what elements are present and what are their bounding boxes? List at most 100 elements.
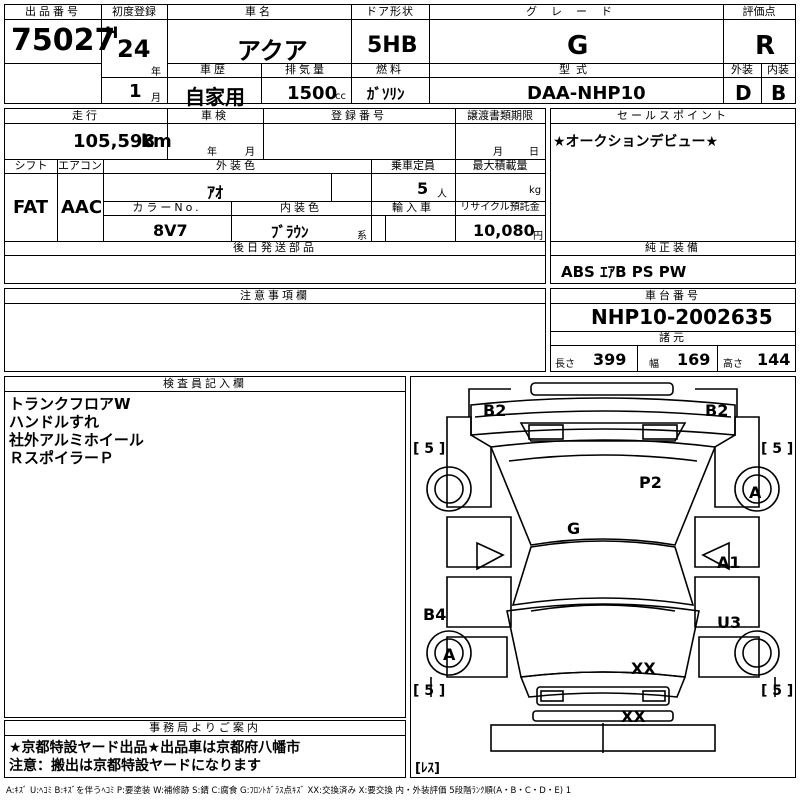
mileage-header: 走行 [72,109,100,122]
office-note: ★京都特設ヤード出品★出品車は京都府八幡市 [9,740,301,756]
chassis-box: 車台番号 NHP10-2002635 諸元 長さ 399 幅 169 高さ 14… [550,288,796,372]
damage-mark: P2 [639,473,662,492]
height-label: 高さ [723,359,743,370]
capacity-unit: 人 [437,189,447,200]
width-value: 169 [677,350,711,369]
score-header: 評価点 [742,5,776,18]
damage-mark: U3 [717,613,742,632]
chassis-number: NHP10-2002635 [591,305,773,329]
notes-box: 注意事項欄 [4,288,546,372]
inspector-note: ハンドルすれ [9,413,100,431]
score: R [755,31,776,61]
year-unit: 年 [151,67,161,78]
tire-label: [ 5 ] [761,683,794,699]
genuine-equipment: ABS ｴｱB PS PW [561,263,687,281]
transfer-month-unit: 月 [493,147,503,158]
damage-mark: B2 [705,401,729,420]
sales-point-text: ★オークションデビュー★ [553,134,719,150]
ext-color-header: 外装色 [216,159,258,172]
inspector-note: トランクフロアW [9,395,131,413]
import-header: 輸入車 [392,201,434,214]
header-block: 出品番号 75027 初度登録 H 24 年 1 月 車名 アクア ドア形状 5… [4,4,796,109]
transfer-header: 譲渡書類期限 [467,109,533,122]
color-no: 8V7 [153,221,188,240]
int-color: ﾌﾞﾗｳﾝ [271,223,309,241]
details-block: 走行 105,598 km 車検 年 月 登録番号 譲渡書類期限 月 日 シフト… [4,108,546,284]
shift: FAT [13,197,49,218]
int-color-header: 内装色 [280,201,322,214]
tire-label: [ 5 ] [413,683,446,699]
inspection-header: 車検 [201,109,229,122]
door-header: ドア形状 [366,5,414,18]
grade-header: グレード [526,5,626,18]
car-outline [426,382,780,753]
damage-mark: G [567,519,581,538]
year: 24 [117,35,151,63]
era: H [105,23,119,42]
reg-no-header: 登録番号 [331,109,387,122]
shift-header: シフト [14,159,48,172]
tire-label: [ 5 ] [413,441,446,457]
damage-mark: A1 [717,553,741,572]
office-note: 注意：搬出は京都特設ヤードになります [9,758,261,774]
car-name: アクア [237,37,308,65]
inspector-note: 社外アルミホイール [9,431,144,449]
history: 自家用 [185,85,245,109]
height-value: 144 [757,350,791,369]
interior-grade: B [771,81,787,105]
displacement: 1500 [287,83,338,104]
exterior-grade: D [735,81,752,105]
first-reg-header: 初度登録 [112,5,156,18]
notes-header: 注意事項欄 [240,289,310,302]
ext-color: ｱｵ [207,183,224,202]
legend: A:ｷｽﾞ U:ﾍｺﾐ B:ｷｽﾞを伴うﾍｺﾐ P:要塗装 W:補修跡 S:錆 … [6,786,572,796]
inspection-year-unit: 年 [207,147,217,158]
door-type: 5HB [367,33,418,58]
office-box: 事務局よりご案内 ★京都特設ヤード出品★出品車は京都府八幡市 注意：搬出は京都特… [4,720,406,778]
damage-mark: XX [631,659,656,678]
genuine-header: 純正装備 [645,241,701,254]
recycle-header: リサイクル預託金 [460,202,540,213]
aircon-header: エアコン [58,159,102,172]
mileage-unit: km [141,131,172,152]
model-header: 型式 [559,63,593,76]
grade: G [567,31,589,61]
sales-point-box: セールスポイント ★オークションデビュー★ 純正装備 ABS ｴｱB PS PW [550,108,796,284]
later-parts-header: 後日発送部品 [233,241,317,254]
capacity-header: 乗車定員 [391,159,435,172]
lot-header: 出品番号 [25,5,81,18]
mileage: 105,598 [73,131,155,152]
color-no-header: カラーNo. [132,201,202,214]
max-load-header: 最大積載量 [472,159,528,172]
inspection-month-unit: 月 [245,147,255,158]
load-unit: kg [529,185,542,196]
car-diagram: B2 B2 P2 A G A1 B4 U3 A XX XX [ 5 ] [ 5 … [410,376,796,778]
length-label: 長さ [555,359,575,370]
history-header: 車歴 [200,63,228,76]
recycle-fee: 10,080 [473,221,535,240]
capacity: 5 [417,179,429,198]
aircon: AAC [61,197,103,218]
inspector-header: 検査員記入欄 [163,377,247,390]
lot-number: 75027 [11,23,116,58]
month: 1 [129,81,142,102]
length-value: 399 [593,350,627,369]
damage-mark: B2 [483,401,507,420]
damage-mark: XX [621,707,646,726]
fuel-header: 燃料 [376,63,404,76]
spare-label: [ﾚｽ] [415,761,440,776]
exterior-header: 外装 [731,63,753,76]
model-code: DAA-NHP10 [527,83,646,104]
recycle-unit: 円 [533,231,543,242]
damage-mark: A [443,645,456,664]
inspector-box: 検査員記入欄 トランクフロアW ハンドルすれ 社外アルミホイール ＲスポイラーＰ [4,376,406,718]
month-unit: 月 [151,93,161,104]
inspector-note: ＲスポイラーＰ [9,449,115,467]
damage-mark: B4 [423,605,447,624]
sales-point-header: セールスポイント [617,109,729,122]
transfer-day-unit: 日 [529,147,539,158]
displacement-header: 排気量 [285,63,327,76]
displacement-unit: cc [335,91,346,102]
width-label: 幅 [649,359,659,370]
fuel: ｶﾞｿﾘﾝ [367,85,405,103]
